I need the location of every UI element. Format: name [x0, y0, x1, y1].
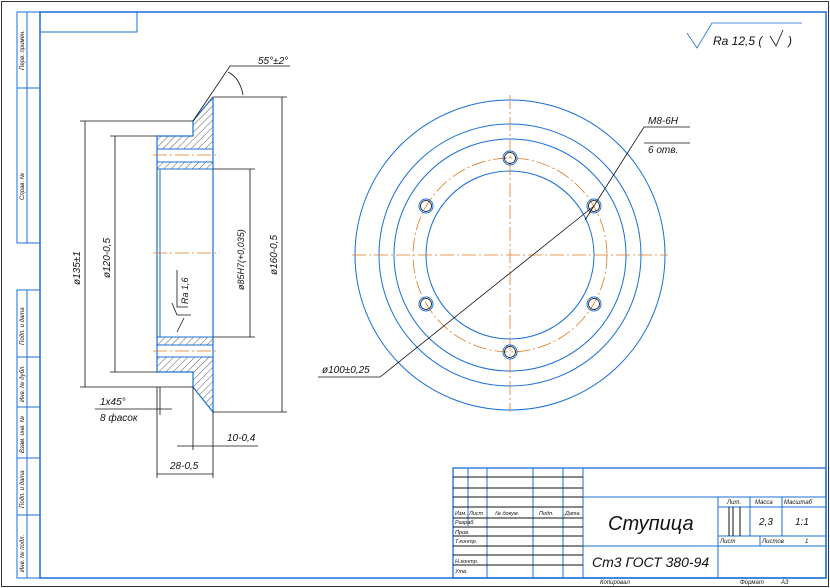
title-block: Изм. Лист № докум. Подп. Дата Разраб. Пр…: [452, 467, 827, 586]
role-checker: Пров.: [455, 530, 470, 536]
part-name: Ступица: [608, 513, 694, 535]
diameter-120-dimension: ø120-0,5: [102, 238, 113, 278]
angle-dimension: 55°±2°: [258, 56, 288, 67]
role-approved: Утв.: [454, 569, 468, 575]
thread-count: 6 отв.: [648, 145, 678, 156]
strip-label: Инв. № дубл.: [19, 365, 26, 402]
roughness-suffix: ): [786, 34, 792, 48]
length-10-dimension: 10-0,4: [227, 433, 256, 444]
diameter-160-dimension: ø160-0,5: [269, 235, 280, 275]
length-28-dimension: 28-0,5: [169, 461, 199, 472]
general-roughness-symbol: Ra 12,5 ( ): [686, 22, 802, 49]
thread-dimension: M8-6H: [648, 116, 679, 127]
front-view: M8-6H 6 отв. ø100±0,25: [318, 95, 690, 412]
chamfer-dimension: 1x45°: [100, 397, 126, 408]
strip-label: Перв. примен.: [20, 30, 26, 70]
header-date: Дата: [564, 511, 580, 517]
strip-label: Справ. №: [19, 172, 26, 200]
bore-roughness: Ra 1,6: [180, 277, 190, 304]
bore-diameter-dimension: ø85H7(+0,035): [236, 229, 246, 290]
role-tech-control: Т.контр.: [455, 539, 477, 545]
lit-label: Лит.: [726, 500, 741, 506]
role-developer: Разраб.: [455, 520, 475, 526]
chamfer-count: 8 фасок: [100, 412, 139, 424]
top-left-box: [40, 12, 138, 33]
pcd-dimension: ø100±0,25: [322, 365, 370, 376]
header-doc: № докум.: [495, 511, 519, 517]
header-sign: Подп.: [539, 511, 554, 517]
left-stamp-strip: Перв. примен. Справ. № Подп. и дата Инв.…: [16, 11, 41, 579]
strip-label: Инв. № подл.: [19, 535, 26, 572]
bolt-holes: [418, 150, 602, 360]
format-label: Формат: [740, 580, 764, 586]
role-norm-control: Н.контр.: [455, 559, 478, 565]
sheet-label: Лист: [719, 539, 735, 545]
scale-label: Масштаб: [784, 500, 813, 506]
side-section-view: 55°±2° ø135±1 ø120-0,5 ø85H7(+0,035) ø16…: [72, 56, 290, 478]
header-list: Лист: [468, 511, 484, 517]
mass-value: 2,3: [758, 517, 773, 528]
roughness-text: Ra 12,5 (: [713, 34, 764, 48]
strip-label: Взам. инв. №: [19, 415, 26, 453]
diameter-135-dimension: ø135±1: [72, 251, 83, 285]
copied-label: Копировал: [600, 580, 630, 586]
part-material: Ст3 ГОСТ 380-94: [592, 554, 709, 570]
format-value: А3: [780, 580, 789, 586]
scale-value: 1:1: [795, 517, 809, 528]
strip-label: Подп. и дата: [20, 307, 26, 345]
sheets-value: 1: [805, 539, 808, 545]
sheets-label: Листов: [761, 539, 784, 545]
header-izm: Изм.: [455, 511, 467, 517]
drawing-frame: [39, 11, 827, 579]
mass-label: Масса: [755, 500, 773, 506]
strip-label: Подп. и дата: [20, 470, 26, 508]
